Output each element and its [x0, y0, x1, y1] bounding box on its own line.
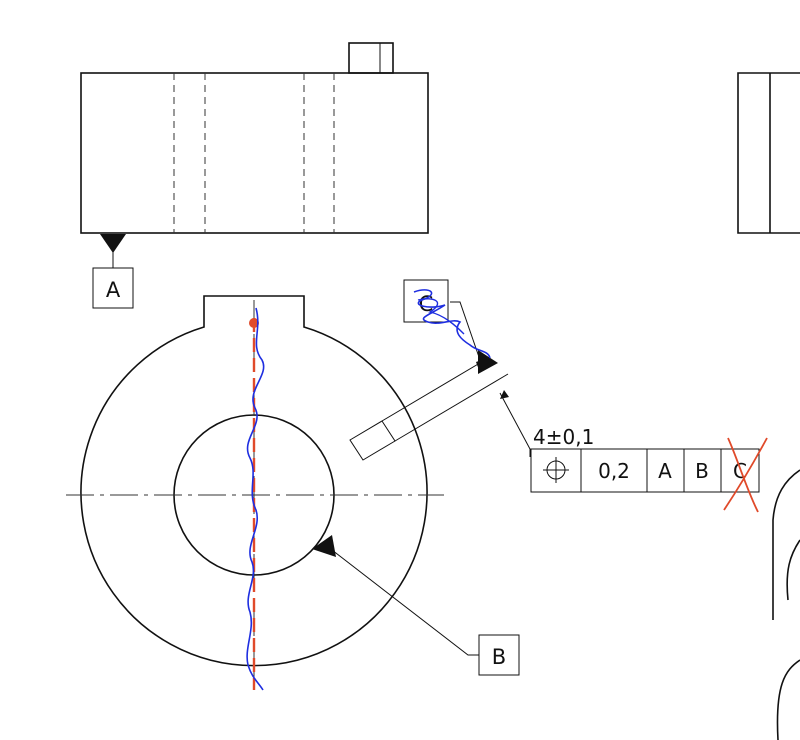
datum-c: C [403, 279, 498, 374]
fcf-datum-secondary: B [695, 459, 709, 483]
partial-iso-view [772, 469, 800, 740]
datum-a-label: A [106, 278, 121, 302]
feature-control-frame: 0,2 A B C [530, 448, 760, 493]
blue-scribble-datum-c [413, 289, 491, 359]
blue-scribble-centerline [246, 307, 265, 691]
dimension-leader [499, 392, 531, 457]
datum-b-label: B [492, 645, 506, 669]
extension-line [381, 356, 491, 422]
fcf-datum-primary: A [658, 459, 672, 483]
fcf-tolerance: 0,2 [598, 459, 630, 483]
datum-triangle [312, 535, 336, 557]
side-view [737, 72, 800, 234]
markup-layer [246, 289, 768, 691]
red-point-markup [249, 318, 259, 328]
position-symbol-icon [543, 457, 569, 483]
datum-b: B [312, 535, 520, 676]
datum-triangle [478, 350, 498, 374]
datum-a-frame [92, 267, 134, 309]
dimension-text: 4±0,1 [533, 425, 594, 449]
top-view [80, 42, 429, 234]
slot-feature [349, 356, 531, 461]
datum-triangle [100, 234, 126, 253]
outer-contour [80, 295, 428, 667]
slot-rectangle [349, 420, 396, 461]
top-view-key [348, 42, 394, 74]
red-strike-datum-c [723, 437, 768, 513]
top-view-body [80, 72, 429, 234]
extension-line [394, 373, 509, 442]
datum-a: A [92, 234, 134, 309]
datum-b-frame [478, 634, 520, 676]
